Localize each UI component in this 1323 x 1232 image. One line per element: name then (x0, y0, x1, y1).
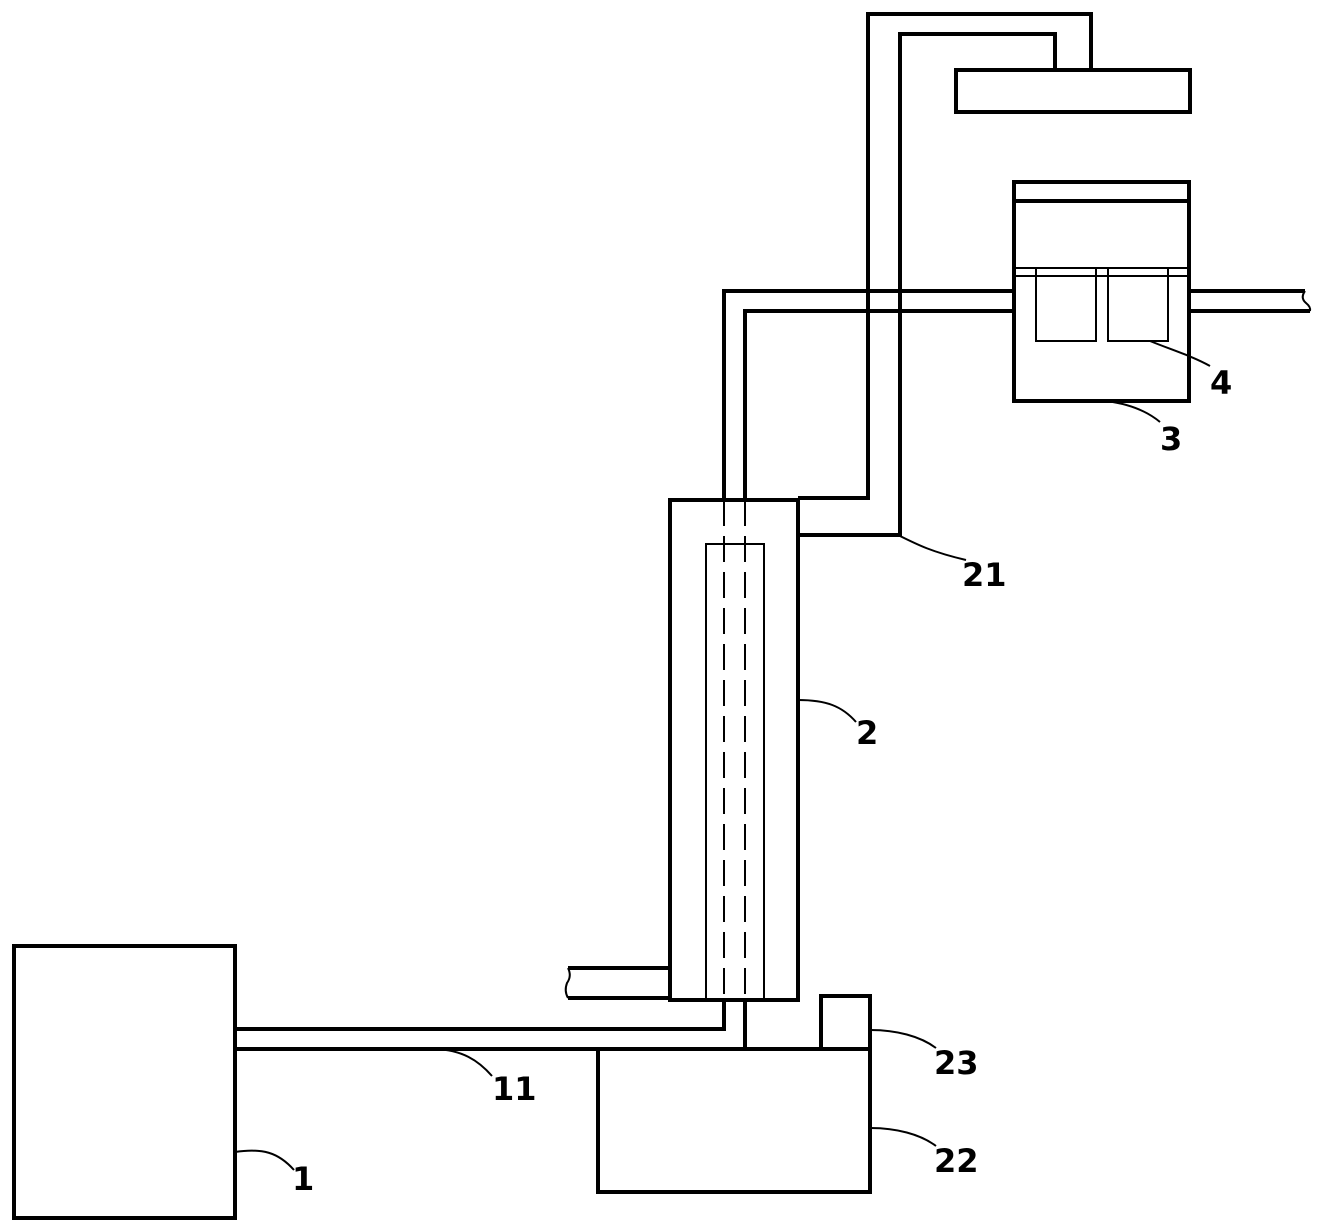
column-inner-insert (705, 543, 765, 1001)
column-dashed-tubes (723, 500, 746, 1000)
label-part-23: 23 (934, 1044, 979, 1082)
label-part-11: 11 (492, 1070, 537, 1108)
part-3-housing (1012, 180, 1191, 403)
leader-lines (234, 340, 1211, 1171)
left-inlet-pipe (564, 966, 670, 1000)
label-part-4: 4 (1210, 364, 1232, 402)
part-1-box (12, 944, 237, 1220)
column-to-part-3-pipe (722, 289, 1014, 500)
part-23-box (819, 994, 872, 1051)
part-22-tank (596, 1047, 872, 1194)
label-part-1: 1 (292, 1160, 314, 1198)
top-plate (954, 68, 1192, 114)
label-part-22: 22 (934, 1142, 979, 1180)
right-outlet-pipe (1189, 289, 1312, 313)
pipe-11 (235, 1000, 726, 1051)
label-part-3: 3 (1160, 420, 1182, 458)
part-4-elements (1014, 267, 1189, 342)
label-part-2: 2 (856, 714, 878, 752)
label-part-21: 21 (962, 556, 1007, 594)
pipe-21 (798, 12, 1093, 537)
part-2-column (668, 498, 800, 1002)
